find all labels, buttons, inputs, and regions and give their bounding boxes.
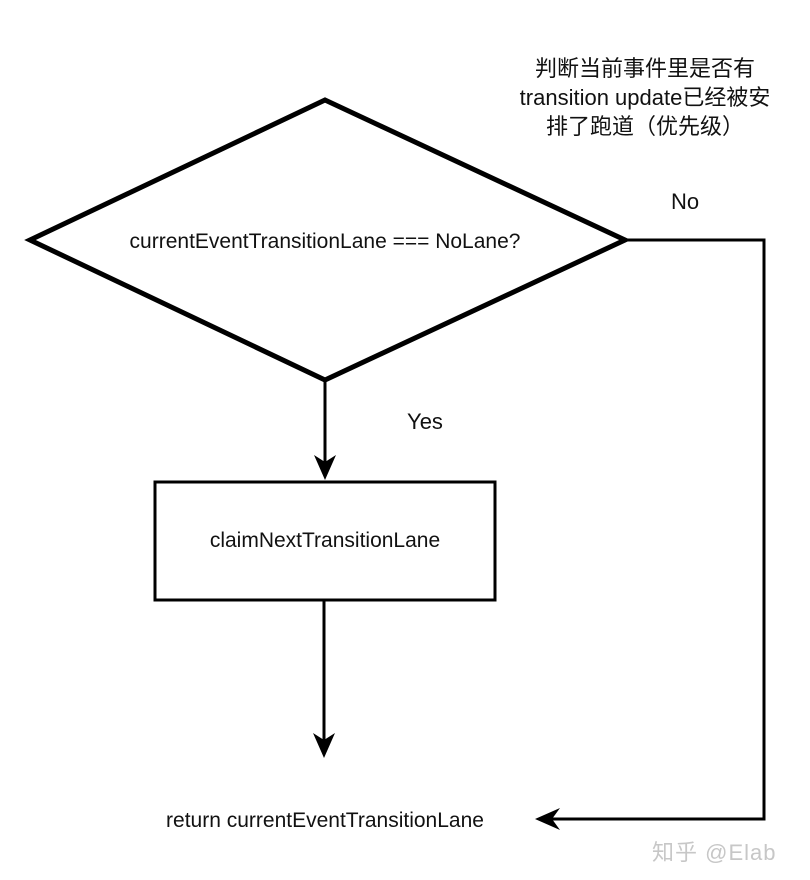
process-to-return-arrowhead-icon — [313, 733, 335, 758]
yes-edge-label: Yes — [407, 409, 443, 434]
annotation-line: 排了跑道（优先级） — [545, 114, 744, 139]
annotation-line: transition update已经被安 — [519, 85, 771, 110]
annotation-line: 判断当前事件里是否有 — [534, 56, 755, 81]
watermark-text: 知乎 @Elab — [652, 840, 777, 865]
no-edge-line — [552, 238, 766, 821]
decision-label: currentEventTransitionLane === NoLane? — [129, 230, 521, 253]
return-statement-label: return currentEventTransitionLane — [166, 809, 484, 832]
yes-edge-arrowhead-icon — [314, 455, 336, 480]
no-edge-label: No — [670, 189, 700, 214]
process-box-label: claimNextTransitionLane — [209, 529, 441, 552]
decision-diamond-shape — [24, 97, 631, 383]
no-edge-arrowhead-icon — [535, 808, 560, 830]
annotation-note: 判断当前事件里是否有 transition update已经被安 排了跑道（优先… — [495, 54, 795, 141]
